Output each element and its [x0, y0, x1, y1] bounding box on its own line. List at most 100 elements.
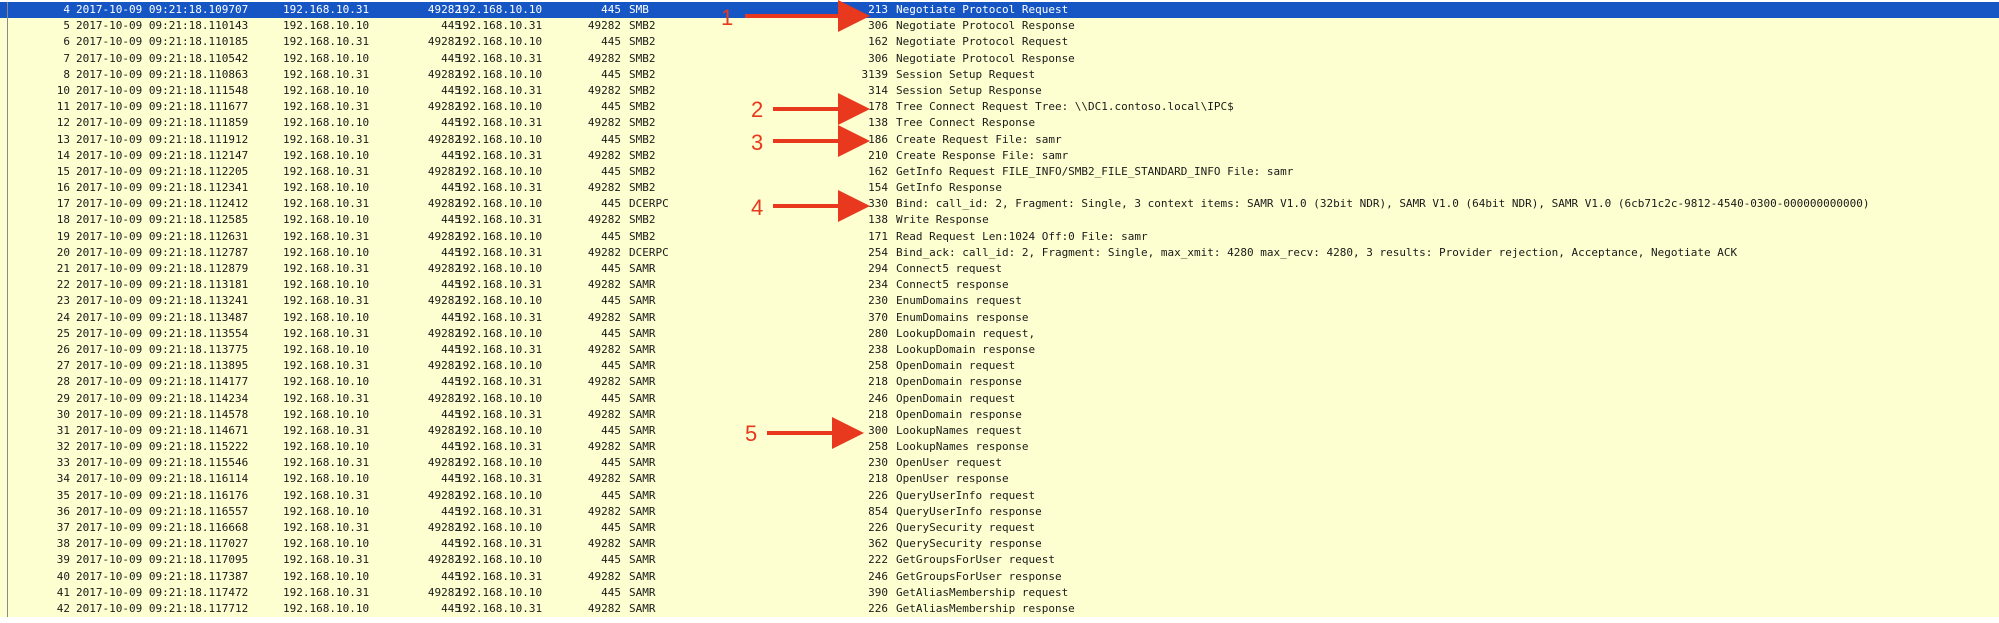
- packet-protocol: SAMR: [629, 310, 656, 324]
- packet-protocol: SAMR: [629, 537, 656, 551]
- packet-protocol: SMB2: [629, 132, 656, 146]
- packet-time: 2017-10-09 09:21:18.110863: [76, 67, 249, 81]
- packet-source: 192.168.10.31: [283, 100, 370, 114]
- packet-info: LookupDomain request,: [896, 326, 1036, 340]
- packet-number: 4: [63, 3, 70, 16]
- packet-source-port: 49282: [427, 197, 461, 211]
- packet-destination: 192.168.10.31: [456, 440, 543, 454]
- packet-destination: 192.168.10.10: [456, 164, 543, 178]
- packet-info: GetAliasMembership response: [896, 601, 1075, 615]
- packet-length: 306: [868, 51, 888, 65]
- row-divider: [7, 261, 8, 278]
- packet-length: 226: [868, 601, 888, 615]
- packet-source: 192.168.10.10: [283, 569, 370, 583]
- packet-source-port: 445: [441, 245, 461, 259]
- packet-source-port: 445: [441, 19, 461, 33]
- packet-source-port: 49282: [427, 262, 461, 275]
- packet-protocol: SAMR: [629, 407, 656, 421]
- packet-time: 2017-10-09 09:21:18.116668: [76, 521, 249, 534]
- packet-destination-port: 445: [601, 553, 621, 567]
- packet-destination-port: 445: [601, 521, 621, 534]
- packet-length: 246: [868, 569, 888, 583]
- packet-length: 230: [868, 456, 888, 470]
- packet-info: Session Setup Request: [896, 67, 1036, 81]
- row-divider: [7, 568, 8, 585]
- packet-info: EnumDomains request: [896, 294, 1022, 308]
- packet-protocol: SAMR: [629, 504, 656, 518]
- packet-info: GetAliasMembership request: [896, 585, 1069, 599]
- packet-number: 11: [56, 100, 70, 114]
- packet-source-port: 445: [441, 472, 461, 486]
- packet-number: 24: [56, 310, 70, 324]
- row-divider: [7, 277, 8, 294]
- packet-source-port: 445: [441, 537, 461, 551]
- packet-protocol: SAMR: [629, 553, 656, 567]
- packet-info: QuerySecurity response: [896, 537, 1042, 551]
- row-divider: [7, 374, 8, 391]
- packet-source-port: 445: [441, 601, 461, 615]
- row-divider: [7, 115, 8, 132]
- packet-source: 192.168.10.31: [283, 67, 370, 81]
- packet-destination-port: 49282: [587, 504, 621, 518]
- packet-destination: 192.168.10.10: [456, 67, 543, 81]
- packet-source: 192.168.10.10: [283, 310, 370, 324]
- packet-time: 2017-10-09 09:21:18.111859: [76, 116, 249, 130]
- packet-destination-port: 49282: [587, 407, 621, 421]
- packet-destination: 192.168.10.10: [456, 423, 543, 437]
- packet-number: 30: [56, 407, 70, 421]
- packet-protocol: DCERPC: [629, 197, 669, 211]
- packet-protocol: SAMR: [629, 569, 656, 583]
- packet-length: 294: [868, 262, 888, 275]
- packet-length: 218: [868, 375, 888, 389]
- packet-number: 5: [63, 19, 70, 33]
- packet-destination: 192.168.10.31: [456, 472, 543, 486]
- packet-source-port: 49282: [427, 521, 461, 534]
- packet-source-port: 49282: [427, 100, 461, 114]
- packet-length: 234: [868, 278, 888, 292]
- packet-length: 370: [868, 310, 888, 324]
- packet-source: 192.168.10.10: [283, 245, 370, 259]
- packet-length: 300: [868, 423, 888, 437]
- row-divider: [7, 196, 8, 213]
- packet-destination-port: 49282: [587, 83, 621, 97]
